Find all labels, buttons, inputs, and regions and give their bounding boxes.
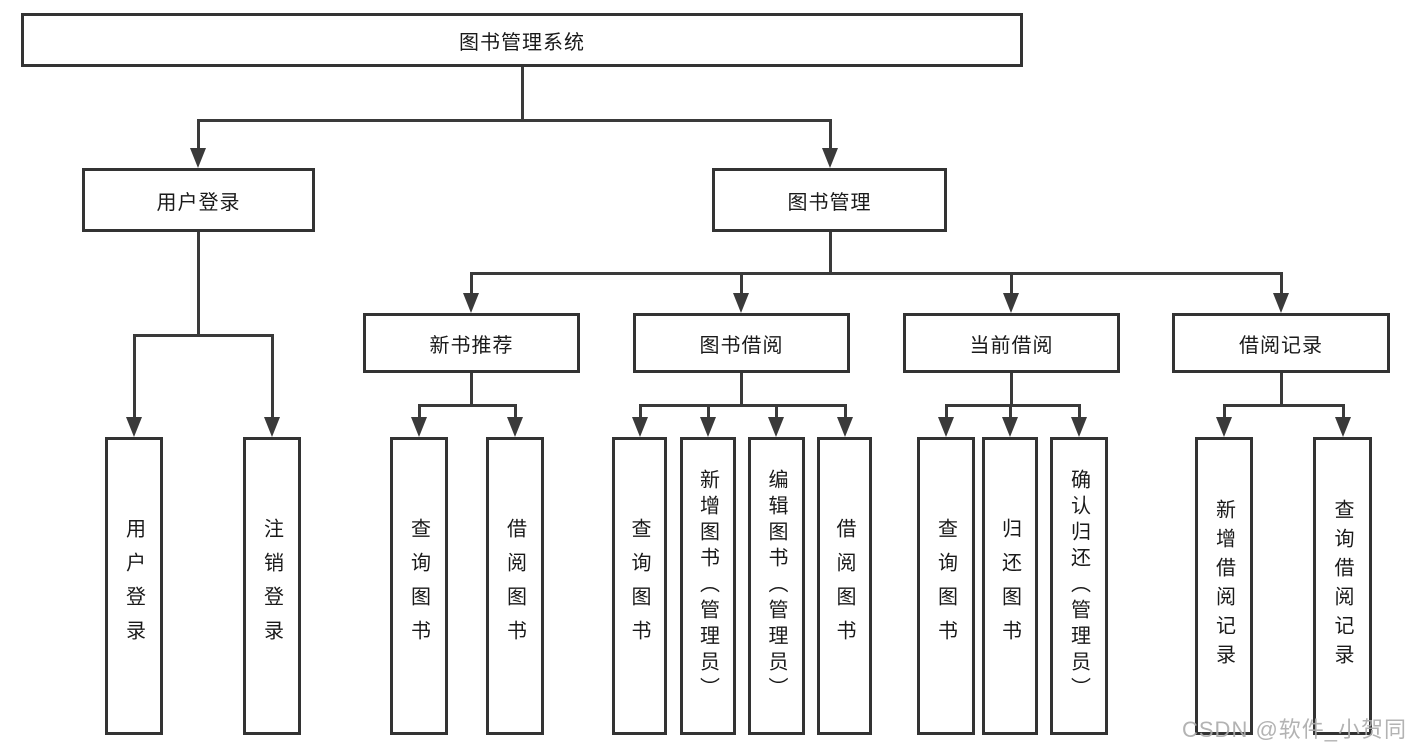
arrowhead-icon: [411, 417, 427, 437]
leaf-borrow-book-2: 借阅图书: [817, 437, 872, 735]
connector-line: [417, 403, 517, 407]
connector-line: [638, 405, 642, 419]
connector-line: [638, 403, 847, 407]
leaf-label: 查询图书: [934, 518, 957, 654]
leaf-label: 查询图书: [407, 518, 430, 654]
leaf-confirm-return-admin: 确认归还（管理员）: [1050, 437, 1108, 735]
node-book-borrow: 图书借阅: [633, 313, 850, 373]
leaf-borrow-book-1: 借阅图书: [486, 437, 544, 735]
node-label: 用户登录: [156, 191, 241, 214]
node-user-login: 用户登录: [82, 168, 315, 232]
connector-line: [1222, 403, 1345, 407]
connector-line: [132, 333, 274, 337]
node-new-book-recommend: 新书推荐: [363, 313, 580, 373]
arrowhead-icon: [1071, 417, 1087, 437]
leaf-label: 新增图书（管理员）: [696, 469, 719, 703]
connector-line: [270, 335, 274, 419]
connector-line: [944, 403, 1081, 407]
connector-line: [469, 373, 473, 406]
leaf-query-book-3: 查询图书: [917, 437, 975, 735]
connector-line: [828, 232, 832, 274]
node-label: 图书管理系统: [459, 31, 585, 54]
arrowhead-icon: [837, 417, 853, 437]
leaf-add-book-admin: 新增图书（管理员）: [680, 437, 736, 735]
leaf-edit-book-admin: 编辑图书（管理员）: [748, 437, 805, 735]
leaf-user-login: 用户登录: [105, 437, 163, 735]
node-label: 图书借阅: [699, 334, 784, 357]
leaf-label: 编辑图书（管理员）: [765, 469, 787, 703]
leaf-label: 借阅图书: [833, 518, 855, 654]
leaf-label: 借阅图书: [503, 518, 526, 654]
leaf-label: 查询图书: [628, 518, 650, 654]
arrowhead-icon: [1216, 417, 1232, 437]
arrowhead-icon: [768, 417, 784, 437]
connector-line: [417, 405, 421, 419]
connector-line: [828, 120, 832, 150]
node-label: 图书管理: [787, 191, 872, 214]
node-label: 借阅记录: [1239, 334, 1323, 357]
connector-line: [1008, 405, 1012, 419]
csdn-watermark: CSDN @软件_小贺同学: [1182, 717, 1405, 742]
leaf-label: 注销登录: [260, 518, 283, 654]
connector-line: [774, 405, 778, 419]
connector-line: [1341, 405, 1345, 419]
arrowhead-icon: [938, 417, 954, 437]
leaf-return-book: 归还图书: [982, 437, 1038, 735]
node-label: 新书推荐: [429, 334, 514, 357]
arrowhead-icon: [507, 417, 523, 437]
leaf-label: 新增借阅记录: [1212, 499, 1235, 673]
connector-line: [843, 405, 847, 419]
connector-line: [196, 232, 200, 336]
arrowhead-icon: [733, 293, 749, 313]
connector-line: [706, 405, 710, 419]
arrowhead-icon: [463, 293, 479, 313]
leaf-query-book-1: 查询图书: [390, 437, 448, 735]
connector-line: [513, 405, 517, 419]
connector-line: [1279, 373, 1283, 406]
node-borrow-record: 借阅记录: [1172, 313, 1390, 373]
node-current-borrow: 当前借阅: [903, 313, 1120, 373]
connector-line: [196, 120, 200, 150]
arrowhead-icon: [190, 148, 206, 168]
connector-line: [1279, 273, 1283, 295]
leaf-query-borrow-record: 查询借阅记录: [1313, 437, 1372, 735]
connector-line: [739, 373, 743, 406]
connector-line: [1077, 405, 1081, 419]
arrowhead-icon: [264, 417, 280, 437]
connector-line: [520, 67, 524, 120]
arrowhead-icon: [822, 148, 838, 168]
node-library-management-system: 图书管理系统: [21, 13, 1023, 67]
leaf-query-book-2: 查询图书: [612, 437, 667, 735]
arrowhead-icon: [1335, 417, 1351, 437]
connector-line: [1009, 273, 1013, 295]
arrowhead-icon: [700, 417, 716, 437]
connector-line: [1222, 405, 1226, 419]
arrowhead-icon: [632, 417, 648, 437]
leaf-label: 归还图书: [998, 518, 1021, 654]
connector-line: [469, 271, 1283, 275]
arrowhead-icon: [1273, 293, 1289, 313]
leaf-add-borrow-record: 新增借阅记录: [1195, 437, 1253, 735]
node-book-management: 图书管理: [712, 168, 947, 232]
leaf-label: 用户登录: [122, 518, 145, 654]
connector-line: [196, 118, 832, 122]
connector-line: [1009, 373, 1013, 406]
connector-line: [944, 405, 948, 419]
leaf-label: 查询借阅记录: [1331, 499, 1353, 673]
node-label: 当前借阅: [969, 334, 1054, 357]
arrowhead-icon: [1002, 417, 1018, 437]
arrowhead-icon: [1003, 293, 1019, 313]
connector-line: [739, 273, 743, 295]
connector-line: [469, 273, 473, 295]
leaf-logout: 注销登录: [243, 437, 301, 735]
connector-line: [132, 335, 136, 419]
leaf-label: 确认归还（管理员）: [1067, 469, 1090, 703]
arrowhead-icon: [126, 417, 142, 437]
